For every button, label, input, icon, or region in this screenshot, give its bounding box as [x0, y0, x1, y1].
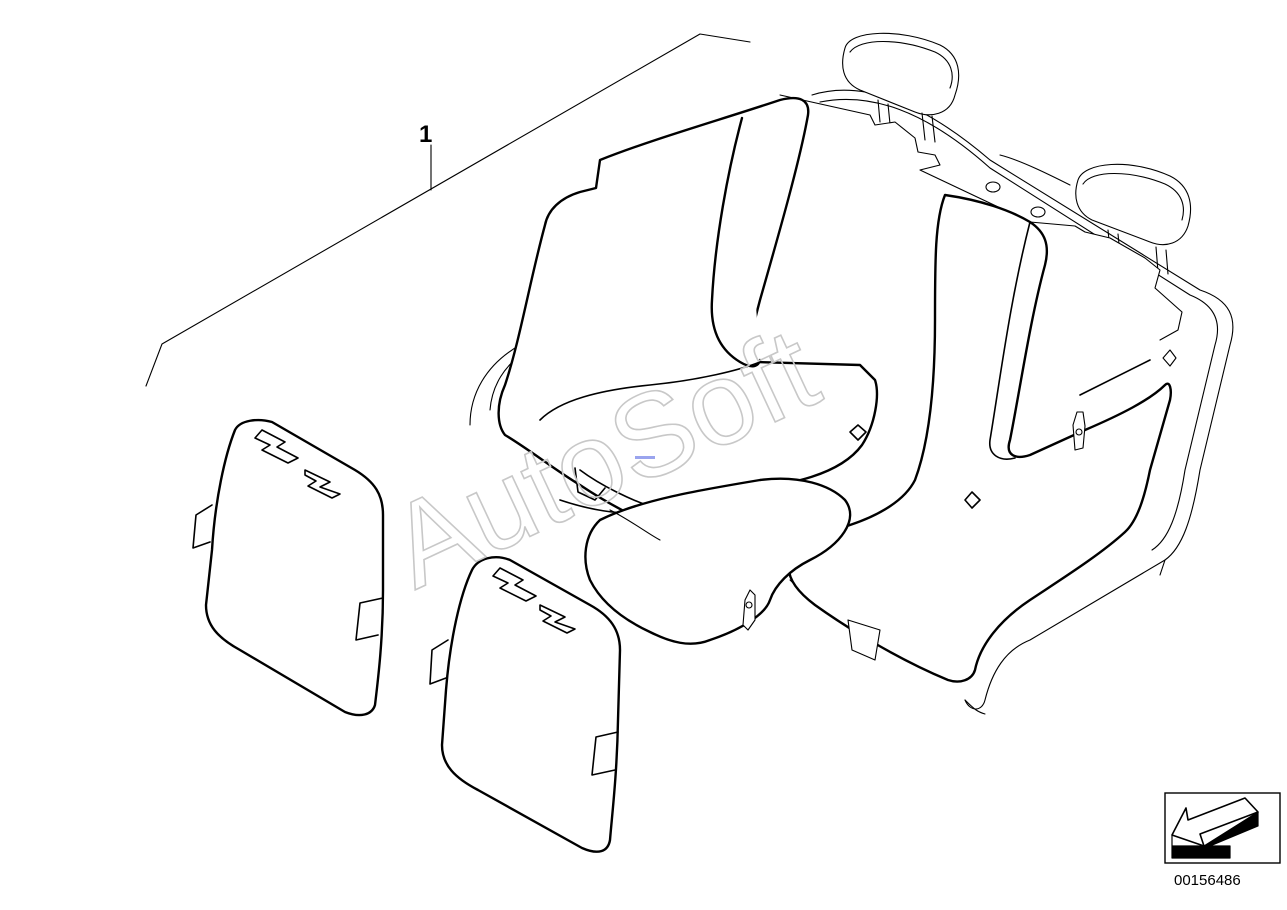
back-panel-cover-left: [192, 418, 385, 717]
part-callout-bracket: [145, 33, 751, 387]
back-panel-cover-right: [429, 556, 622, 853]
seat-cover-left: [497, 96, 879, 534]
seat-cushion-cover: [584, 477, 881, 661]
view-direction-arrow-icon: [1164, 792, 1281, 864]
marker: [635, 456, 655, 459]
part-label-1: 1: [419, 121, 432, 148]
reference-number: 00156486: [1174, 872, 1241, 889]
seat-cover-right: [787, 193, 1177, 683]
